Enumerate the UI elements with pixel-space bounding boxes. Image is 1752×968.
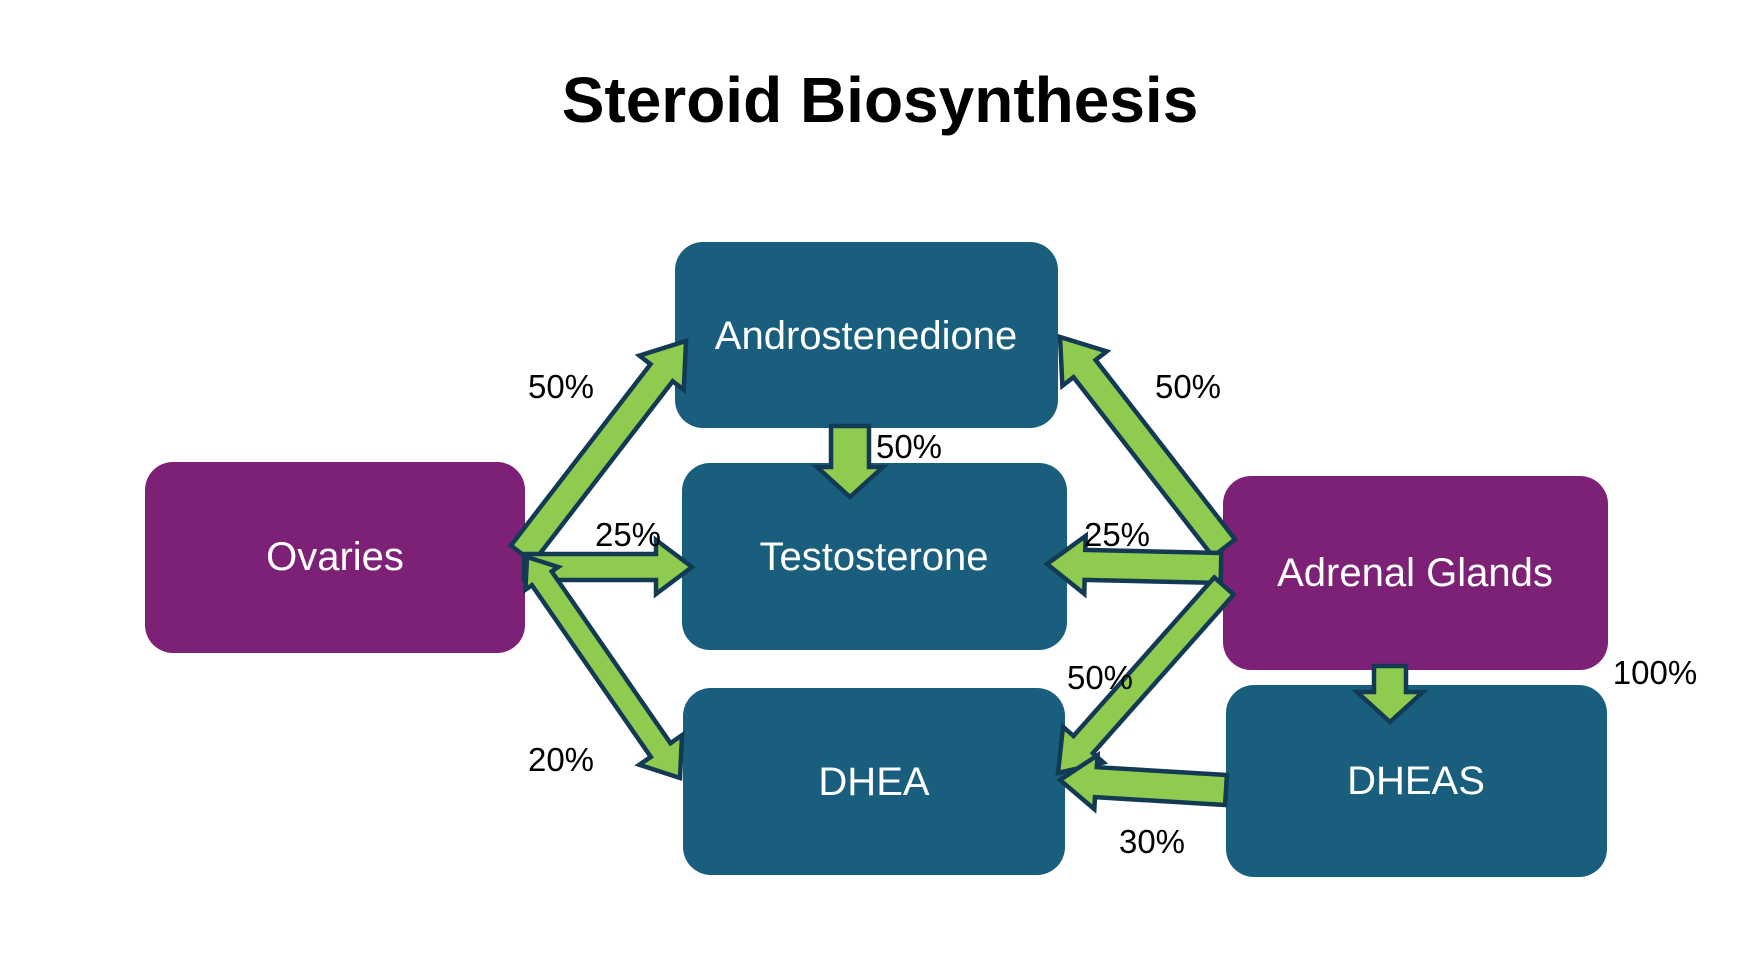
arrow-androstenedione-to-testosterone: [811, 423, 889, 501]
label-adrenal-dhea-pct: 50%: [1067, 659, 1133, 696]
adrenal-glands-box: [1223, 476, 1608, 670]
node-testosterone: Testosterone: [682, 463, 1067, 650]
androstenedione-box: [675, 242, 1058, 428]
ovaries-label: Ovaries: [266, 535, 404, 579]
arrow-dheas-to-dhea: [1056, 750, 1230, 814]
node-dhea: DHEA: [683, 688, 1065, 875]
testosterone-box: [682, 463, 1067, 650]
arrow-ovaries-to-testosterone: [521, 535, 696, 599]
node-dheas: DHEAS: [1226, 685, 1607, 877]
dheas-label: DHEAS: [1347, 759, 1485, 803]
node-ovaries: Ovaries: [145, 462, 525, 653]
node-adrenal-glands: Adrenal Glands: [1223, 476, 1608, 670]
adrenal-glands-label: Adrenal Glands: [1277, 551, 1553, 595]
androstenedione-label: Androstenedione: [715, 314, 1017, 358]
arrow-adrenal-to-androstenedione: [1057, 333, 1239, 560]
dhea-label: DHEA: [818, 760, 929, 804]
label-androstenedione-testosterone-pct: 50%: [876, 428, 942, 465]
arrow-ovaries-to-androstenedione: [507, 337, 689, 566]
label-adrenal-dheas-pct: 100%: [1613, 654, 1697, 691]
label-adrenal-androstenedione-pct: 50%: [1155, 368, 1221, 405]
ovaries-box: [145, 462, 525, 653]
dhea-box: [683, 688, 1065, 875]
label-ovaries-androstenedione-pct: 50%: [528, 368, 594, 405]
testosterone-label: Testosterone: [759, 535, 988, 579]
label-adrenal-testosterone-pct: 25%: [1084, 516, 1150, 553]
diagram-title: Steroid Biosynthesis: [562, 64, 1199, 136]
arrow-ovaries-to-dhea: [522, 553, 685, 782]
label-dheas-dhea-pct: 30%: [1119, 823, 1185, 860]
label-ovaries-testosterone-pct: 25%: [595, 516, 661, 553]
label-ovaries-dhea-pct: 20%: [528, 741, 594, 778]
dheas-box: [1226, 685, 1607, 877]
arrow-adrenal-to-dheas: [1351, 663, 1429, 726]
arrow-adrenal-to-testosterone: [1043, 531, 1224, 599]
node-androstenedione: Androstenedione: [675, 242, 1058, 428]
